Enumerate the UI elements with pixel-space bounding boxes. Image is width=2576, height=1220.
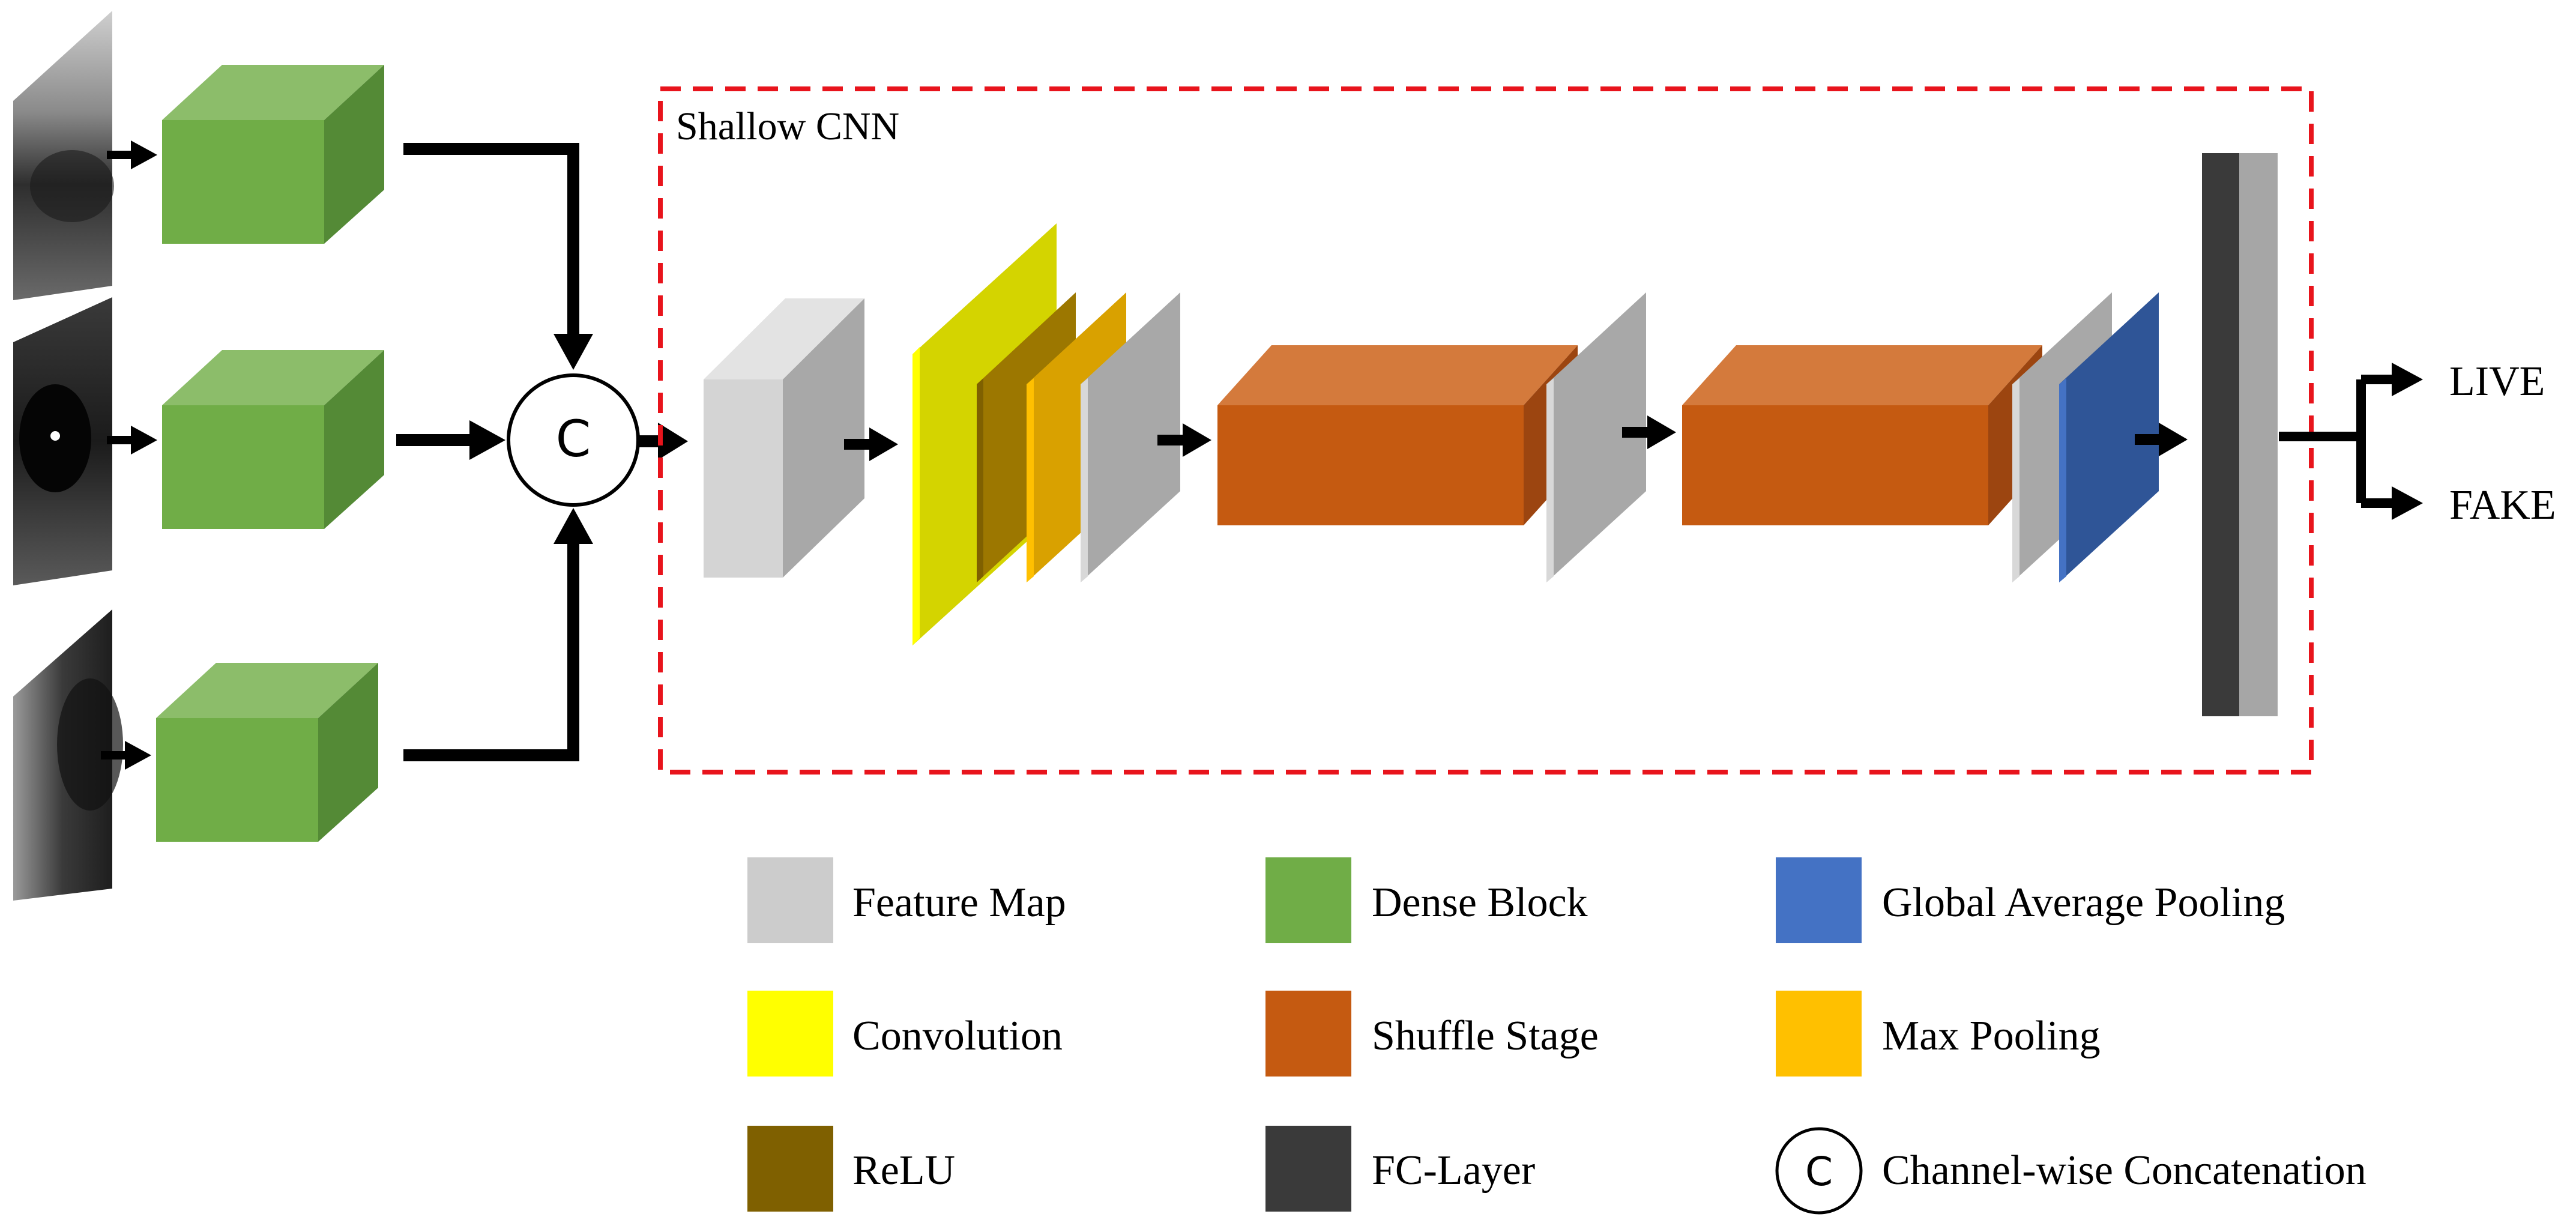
arrow-concat-to-cnn [639,423,688,460]
legend-label-global-average-pooling: Global Average Pooling [1882,880,2285,926]
cnn-shuffle-stage-1 [1217,345,1578,525]
dense-block-middle [162,350,384,529]
legend-swatch-concatenation [1775,1127,1863,1215]
cnn-fc-layer [2202,153,2278,716]
concat-node-symbol: C [556,409,591,468]
legend-swatch-shuffle-stage [1265,991,1351,1077]
eye-image-top-iris [30,150,114,222]
input-arrows [101,140,157,770]
concat-node: C [507,373,640,507]
legend-label-convolution: Convolution [852,1013,1063,1059]
output-arrowheads [2392,363,2423,520]
legend-label-feature-map: Feature Map [852,880,1066,926]
output-branches [2279,375,2395,508]
legend-swatch-convolution [747,991,833,1077]
concat-arrowheads [469,334,593,544]
legend-label-max-pooling: Max Pooling [1882,1013,2101,1059]
legend-swatch-max-pooling [1776,991,1862,1077]
legend-label-fc-layer: FC-Layer [1372,1147,1535,1194]
legend-swatch-fc-layer [1265,1126,1351,1212]
arrow-gap-to-fc [2135,423,2188,456]
dense-block-top [162,65,384,244]
legend-swatch-concatenation-symbol: C [1805,1149,1833,1195]
cnn-feature-map-input [704,298,864,578]
arrow-pool-to-shuffle1 [1157,423,1211,457]
legend-swatch-global-average-pooling [1776,857,1862,943]
eye-image-middle-reflection [50,431,60,441]
legend-label-shuffle-stage: Shuffle Stage [1372,1013,1599,1059]
legend-swatch-dense-block [1265,857,1351,943]
arrow-shuffle1-to-shuffle2 [1622,415,1676,449]
legend: Feature Map Dense Block Global Average P… [747,857,2366,1215]
cnn-feature-map-after-pool [1081,292,1180,582]
output-label-fake: FAKE [2449,482,2556,528]
legend-label-dense-block: Dense Block [1372,880,1588,926]
shallow-cnn-label: Shallow CNN [676,104,899,148]
output-label-live: LIVE [2449,358,2545,405]
legend-label-concatenation: Channel-wise Concatenation [1882,1147,2366,1194]
legend-label-relu: ReLU [852,1147,955,1194]
cnn-global-average-pooling [2059,292,2159,582]
arrow-feature-to-conv [844,427,898,461]
eye-image-bottom-iris [57,678,123,811]
concat-connectors [396,143,579,761]
shallow-cnn-region [658,86,2314,775]
legend-swatch-relu [747,1126,833,1212]
cnn-feature-map-after-shuffle-1 [1546,292,1646,582]
legend-swatch-feature-map [747,857,833,943]
input-eye-images [13,11,123,901]
cnn-shuffle-stage-2 [1682,345,2042,525]
dense-block-bottom [156,663,378,842]
